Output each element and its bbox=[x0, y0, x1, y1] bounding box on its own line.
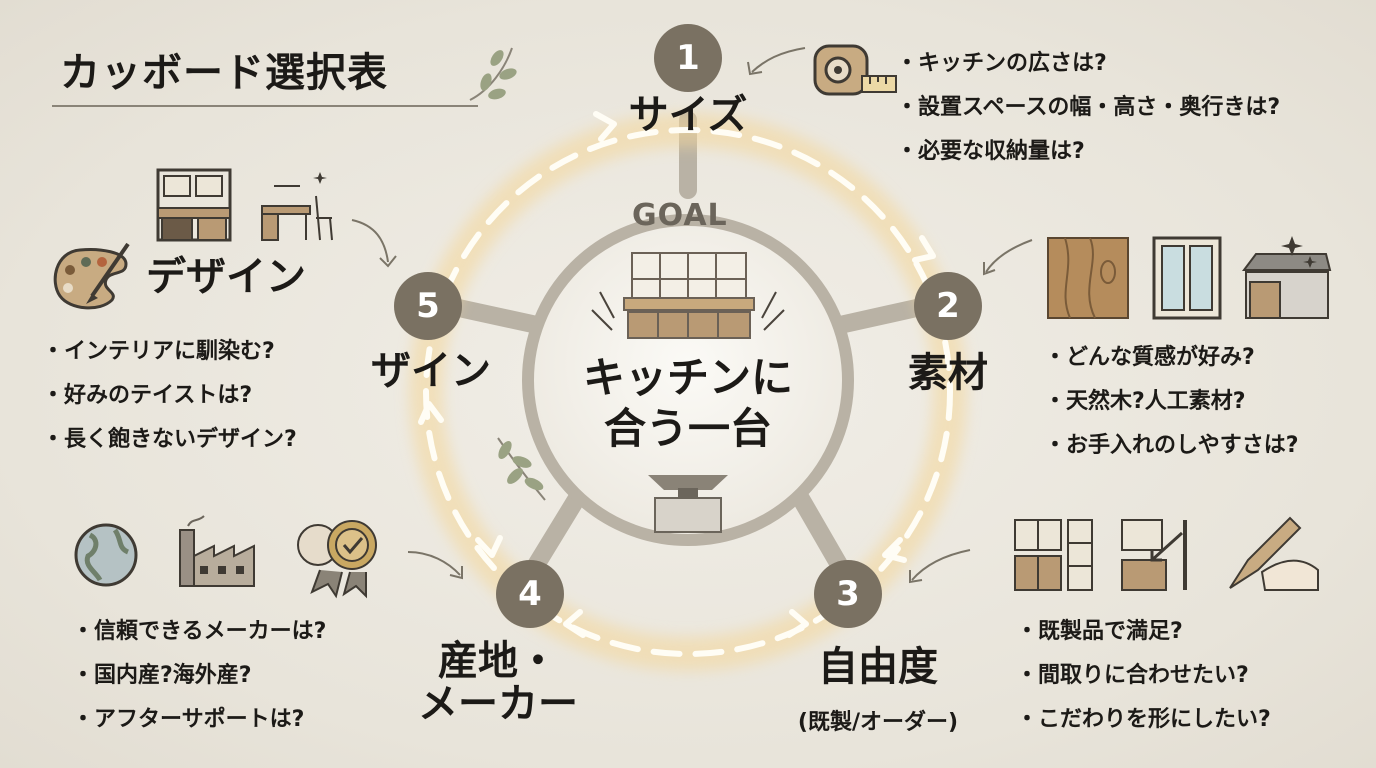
glass-door-icon bbox=[1152, 236, 1222, 320]
list-item: アフターサポートは? bbox=[72, 698, 326, 742]
step-3-sublabel: (既製/オーダー) bbox=[797, 710, 959, 735]
center-goal-text: キッチンに 合う一台 bbox=[548, 352, 828, 454]
step-4-label-line-1: 産地・ bbox=[438, 638, 558, 684]
leaf-sprig-icon bbox=[497, 437, 546, 501]
step-1-badge: 1 bbox=[654, 24, 722, 92]
step-4-label: 産地・ メーカー bbox=[398, 638, 598, 728]
list-item: インテリアに馴染む? bbox=[42, 330, 297, 374]
custom-fit-icon bbox=[1121, 519, 1187, 591]
center-sink-icon bbox=[648, 475, 728, 533]
step-1-label: サイズ bbox=[628, 92, 748, 138]
list-item: キッチンの広さは? bbox=[896, 42, 1280, 86]
list-item: 既製品で満足? bbox=[1016, 610, 1271, 654]
cupboard-icon bbox=[156, 168, 232, 242]
award-badge-icon bbox=[297, 520, 377, 599]
goal-label: GOAL bbox=[632, 198, 728, 233]
step-4-questions: 信頼できるメーカーは? 国内産?海外産? アフターサポートは? bbox=[72, 610, 326, 742]
step-2-label: 素材 bbox=[908, 350, 988, 396]
list-item: 信頼できるメーカーは? bbox=[72, 610, 326, 654]
page-title: カッボード選択表 bbox=[60, 50, 388, 96]
small-curved-arrows bbox=[351, 47, 1033, 584]
list-item: 必要な収納量は? bbox=[896, 130, 1280, 174]
tape-measure-icon bbox=[813, 44, 897, 96]
step-5-label: デザイン bbox=[146, 254, 306, 300]
list-item: 長く飽きないデザイン? bbox=[42, 418, 297, 462]
step-2-questions: どんな質感が好み? 天然木?人工素材? お手入れのしやすさは? bbox=[1044, 336, 1299, 468]
list-item: どんな質感が好み? bbox=[1044, 336, 1299, 380]
list-item: こだわりを形にしたい? bbox=[1016, 698, 1271, 742]
wood-grain-icon bbox=[1047, 237, 1129, 319]
step-1-questions: キッチンの広さは? 設置スペースの幅・高さ・奥行きは? 必要な収納量は? bbox=[896, 42, 1280, 174]
step-2-badge: 2 bbox=[914, 272, 982, 340]
step-3-badge: 3 bbox=[814, 560, 882, 628]
step-5-badge: 5 bbox=[394, 272, 462, 340]
dashed-cycle-path bbox=[423, 127, 953, 657]
center-circle bbox=[522, 214, 854, 546]
list-item: 好みのテイストは? bbox=[42, 374, 297, 418]
list-item: 設置スペースの幅・高さ・奥行きは? bbox=[896, 86, 1280, 130]
step-3-label: 自由度 bbox=[818, 644, 938, 690]
center-cupboard-icon bbox=[623, 252, 755, 339]
step-5-ring-label: ザイン bbox=[371, 348, 491, 394]
desk-chair-icon bbox=[261, 172, 333, 241]
list-item: 国内産?海外産? bbox=[72, 654, 326, 698]
globe-icon bbox=[74, 523, 138, 587]
step-4-badge: 4 bbox=[496, 560, 564, 628]
sparkle-lines bbox=[591, 291, 785, 331]
modular-shelves-icon bbox=[1014, 519, 1093, 591]
step-4-label-line-2: メーカー bbox=[418, 681, 578, 728]
center-line-1: キッチンに bbox=[582, 353, 793, 402]
center-line-2: 合う一台 bbox=[603, 404, 772, 454]
factory-icon bbox=[179, 515, 255, 587]
step-5-questions: インテリアに馴染む? 好みのテイストは? 長く飽きないデザイン? bbox=[42, 330, 297, 462]
cycle-arrowheads bbox=[418, 111, 936, 638]
list-item: お手入れのしやすさは? bbox=[1044, 424, 1299, 468]
palette-icon bbox=[53, 242, 130, 310]
step-3-questions: 既製品で満足? 間取りに合わせたい? こだわりを形にしたい? bbox=[1016, 610, 1271, 742]
list-item: 天然木?人工素材? bbox=[1044, 380, 1299, 424]
title-underline bbox=[52, 47, 517, 107]
pencil-drawing-icon bbox=[1229, 516, 1319, 591]
list-item: 間取りに合わせたい? bbox=[1016, 654, 1271, 698]
stone-countertop-icon bbox=[1242, 236, 1332, 319]
